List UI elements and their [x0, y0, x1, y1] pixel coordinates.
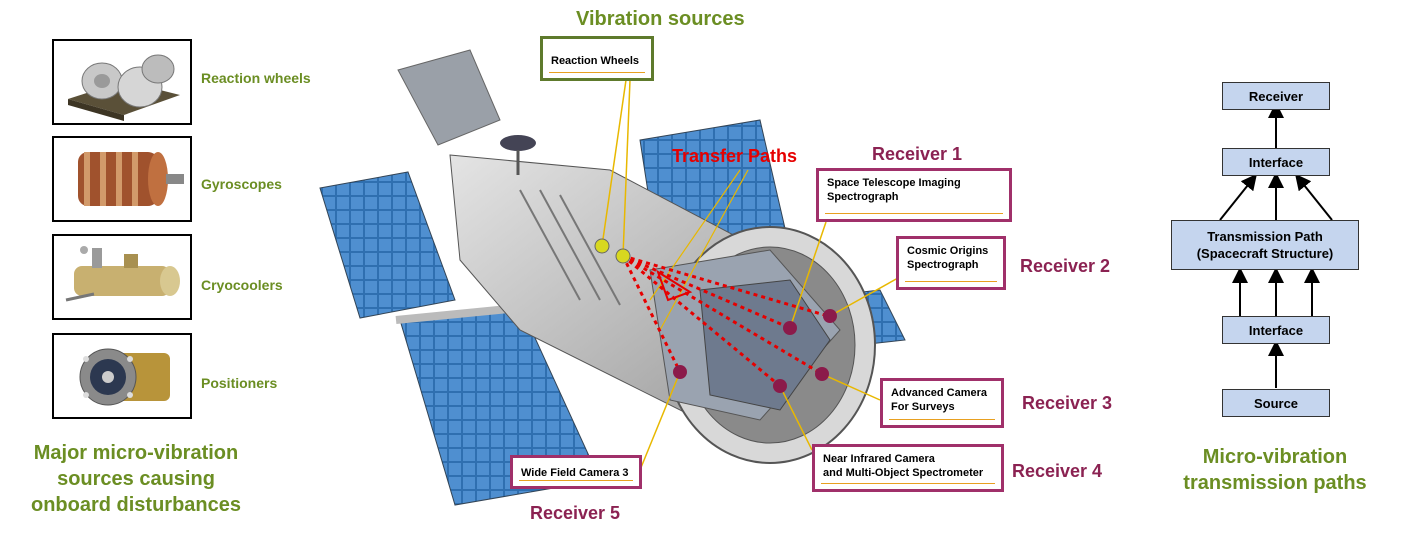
gyroscopes-label: Gyroscopes — [201, 176, 282, 192]
transfer-path-arrow — [622, 254, 781, 388]
receiver-2-callout: Cosmic Origins Spectrograph — [896, 236, 1006, 290]
callout-line: Cosmic Origins — [907, 245, 989, 257]
callout-line: Advanced Camera — [891, 387, 987, 399]
receiver-4-title: Receiver 4 — [1012, 461, 1103, 481]
receiver-3-callout: Advanced Camera For Surveys — [880, 378, 1004, 428]
leader-line — [659, 169, 749, 331]
gyroscopes-image — [52, 136, 192, 222]
callout-line: and Multi-Object Spectrometer — [823, 467, 984, 479]
positioners-label: Positioners — [201, 375, 278, 391]
vibration-sources-title: Vibration sources — [576, 8, 745, 30]
receiver-dot — [815, 367, 829, 381]
callout-line: Spectrograph — [907, 259, 979, 271]
flow-arrow — [1219, 173, 1257, 221]
callout-line: For Surveys — [891, 401, 955, 413]
vibration-source-dot — [615, 248, 631, 264]
leader-line — [622, 79, 631, 257]
callout-line: Space Telescope Imaging — [827, 177, 961, 189]
callout-text: Reaction Wheels — [551, 55, 640, 67]
right-caption-line: transmission paths — [1183, 472, 1367, 494]
leader-line — [779, 385, 813, 451]
receiver-4-callout: Near Infrared Camera and Multi-Object Sp… — [812, 444, 1004, 492]
transfer-path-arrow — [622, 254, 791, 330]
callout-line: Near Infrared Camera — [823, 453, 935, 465]
receiver-dot — [673, 365, 687, 379]
flow-arrows — [1219, 102, 1333, 388]
leader-line — [829, 277, 899, 317]
receiver-5-title: Receiver 5 — [530, 503, 621, 523]
right-caption: Micro-vibration transmission paths — [1170, 444, 1380, 496]
flow-interface-top-box: Interface — [1222, 148, 1330, 176]
reaction-wheels-callout: Reaction Wheels — [540, 36, 654, 81]
callout-line: Spectrograph — [827, 191, 899, 203]
flow-source-box: Source — [1222, 389, 1330, 417]
transfer-path-arrow — [622, 254, 823, 376]
receiver-1-title: Receiver 1 — [872, 144, 963, 164]
flow-path-line: (Spacecraft Structure) — [1196, 246, 1334, 261]
left-caption-line: Major micro-vibration — [33, 442, 239, 464]
leader-line — [649, 169, 741, 301]
leader-line — [639, 371, 681, 471]
callout-line: Wide Field Camera 3 — [521, 467, 629, 479]
flow-interface-bottom-box: Interface — [1222, 316, 1330, 344]
reaction-wheels-label: Reaction wheels — [201, 70, 311, 86]
flow-transmission-path-box: Transmission Path (Spacecraft Structure) — [1171, 220, 1359, 270]
leader-line — [789, 221, 827, 329]
left-caption-line: sources causing — [57, 468, 215, 490]
receiver-5-callout: Wide Field Camera 3 — [510, 455, 642, 489]
receiver-dot — [773, 379, 787, 393]
receiver-dot — [783, 321, 797, 335]
transfer-path-arrow — [622, 254, 829, 318]
left-caption: Major micro-vibration sources causing on… — [0, 440, 272, 518]
flow-arrow — [1295, 173, 1333, 221]
leader-line — [601, 79, 627, 247]
transfer-path-arrow — [621, 255, 682, 373]
reaction-wheels-image — [52, 39, 192, 125]
leader-line — [821, 373, 881, 401]
receiver-1-callout: Space Telescope Imaging Spectrograph — [816, 168, 1012, 222]
positioners-image — [52, 333, 192, 419]
left-caption-line: onboard disturbances — [30, 494, 242, 516]
flow-path-line: Transmission Path — [1207, 229, 1323, 244]
receiver-2-title: Receiver 2 — [1020, 256, 1111, 276]
receiver-dot — [823, 309, 837, 323]
transfer-paths-title: Transfer Paths — [672, 146, 798, 166]
cryocoolers-image — [52, 234, 192, 320]
right-caption-line: Micro-vibration — [1202, 446, 1348, 468]
cryocoolers-label: Cryocoolers — [201, 277, 283, 293]
flow-receiver-box: Receiver — [1222, 82, 1330, 110]
vibration-source-dot — [594, 238, 610, 254]
receiver-3-title: Receiver 3 — [1022, 393, 1113, 413]
